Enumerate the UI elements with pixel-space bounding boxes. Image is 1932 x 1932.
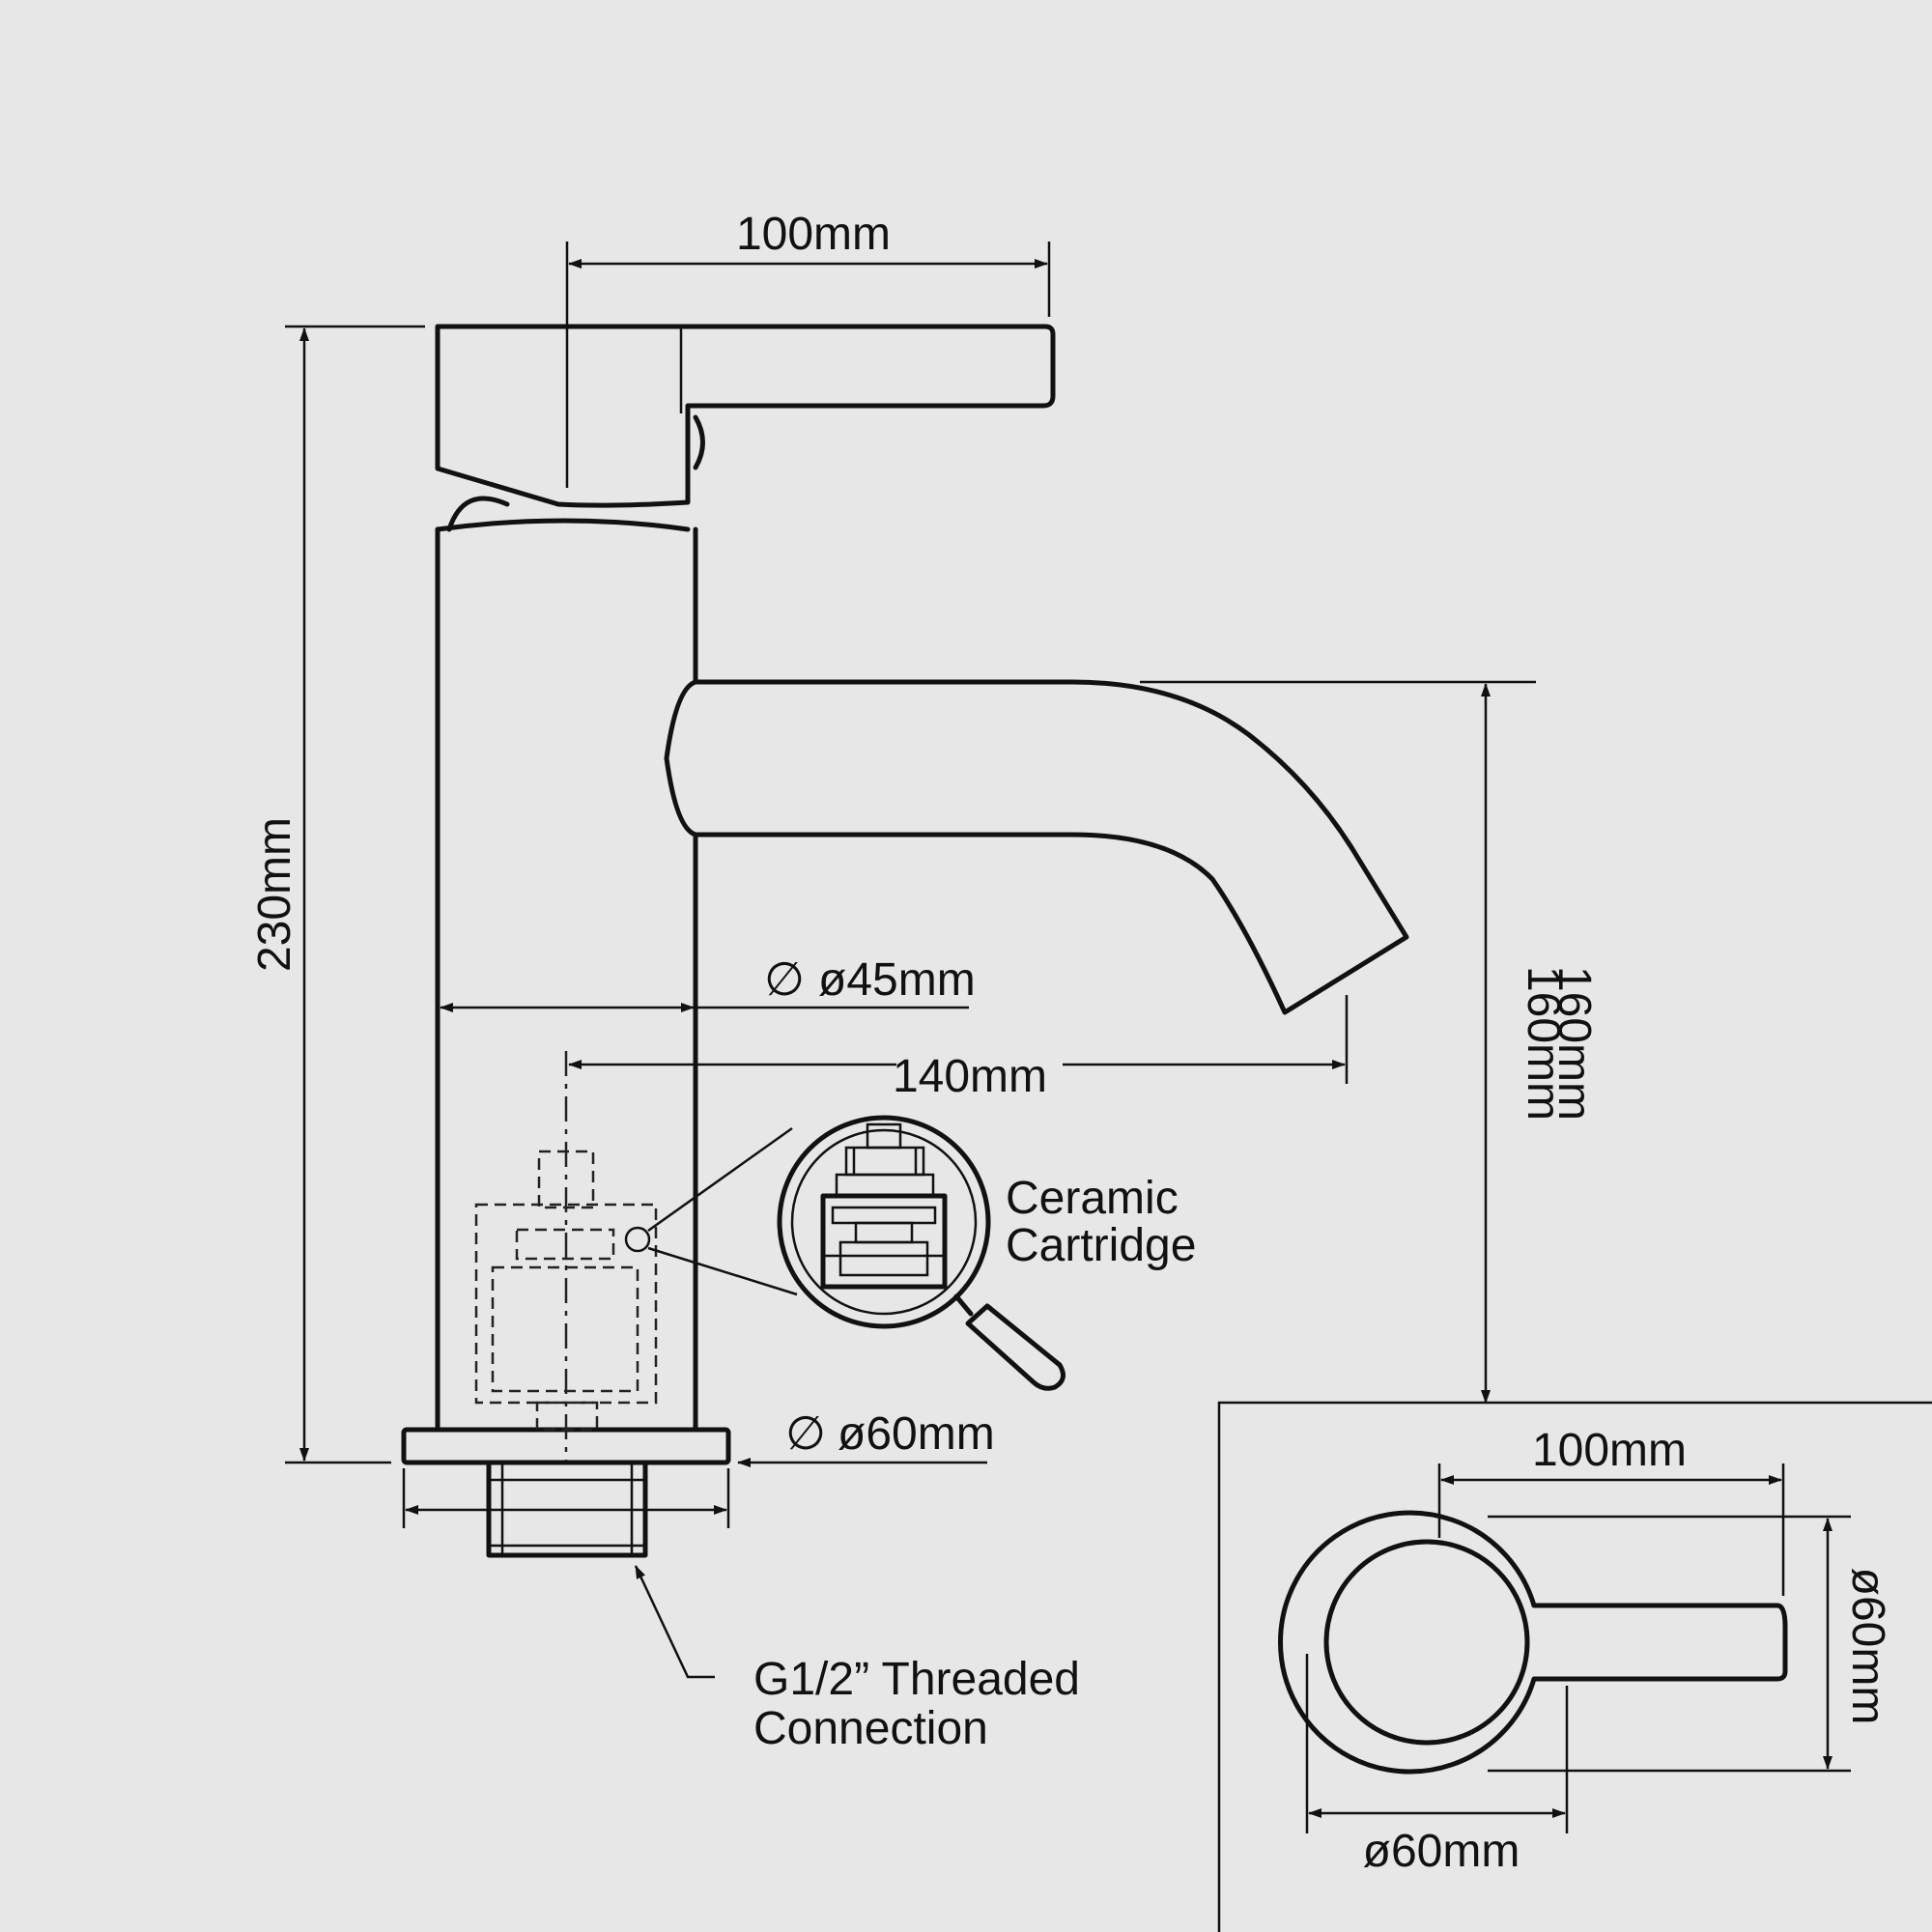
faucet-side-view <box>401 324 1409 1558</box>
cartridge-magnifier <box>647 1115 1066 1391</box>
label-handle-length: 100mm <box>736 209 891 260</box>
label-diameter-symbol-2: ∅ <box>785 1408 826 1460</box>
label-spout-height-1: 160mm <box>1548 966 1600 1121</box>
label-spout-reach: 140mm <box>893 1051 1047 1102</box>
label-connection-2: Connection <box>753 1703 988 1754</box>
thread-leader <box>634 1565 715 1679</box>
label-top-length: 100mm <box>1532 1425 1687 1476</box>
handle-pivot <box>693 414 705 470</box>
label-spout-height-2: 160mm <box>1518 966 1569 1121</box>
label-connection-1: G1/2” Threaded <box>753 1654 1080 1705</box>
label-diameter-symbol-1: ∅ <box>764 954 805 1006</box>
magnifier-leader-top <box>647 1126 793 1233</box>
label-top-diameter: ø60mm <box>1363 1826 1520 1877</box>
top-view-handle-outline <box>1278 1510 1788 1775</box>
labels: 100mm 230mm ∅ ø45mm 140mm 160mm 160mm Ce… <box>249 209 1893 1877</box>
cartridge-pointer-dot <box>624 1226 651 1253</box>
dimension-lines <box>285 242 1536 1679</box>
faucet-body <box>435 526 698 1433</box>
label-top-width: ø60mm <box>1842 1568 1893 1725</box>
label-cartridge-1: Ceramic <box>1006 1173 1179 1224</box>
faucet-handle <box>435 324 1056 508</box>
magnifier-lens-inner <box>790 1128 978 1316</box>
faucet-dome <box>446 496 510 532</box>
label-cartridge-2: Cartridge <box>1006 1220 1196 1271</box>
magnifier-neck <box>953 1293 974 1317</box>
top-view-inner-circle <box>1323 1539 1530 1746</box>
label-total-height: 230mm <box>249 817 300 972</box>
faucet-spout <box>664 679 1409 1015</box>
label-base-diameter: ø60mm <box>838 1408 995 1460</box>
dome-top-line <box>435 518 691 532</box>
top-view <box>1217 1401 1932 1932</box>
magnifier-lens <box>777 1115 991 1329</box>
magnifier-handle <box>965 1303 1066 1391</box>
top-view-frame <box>1217 1401 1932 1932</box>
label-body-diameter: ø45mm <box>818 954 976 1006</box>
magnified-cartridge <box>820 1122 948 1290</box>
magnifier-leader-bottom <box>647 1246 798 1296</box>
